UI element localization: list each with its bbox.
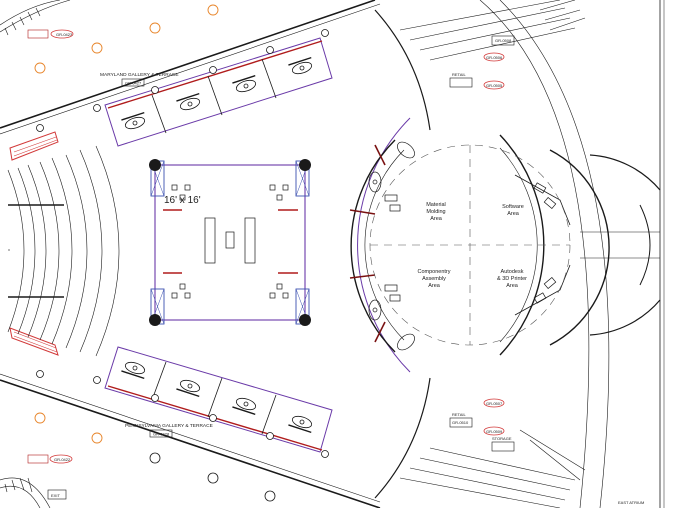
svg-text:Software: Software bbox=[502, 204, 524, 210]
east-atrium-label: EAST ATRIUM bbox=[618, 500, 644, 505]
maryland-code-box bbox=[121, 78, 145, 87]
area-componentry-assembly: Componentry Assembly Area bbox=[417, 269, 450, 289]
orange-fixture-6 bbox=[91, 432, 103, 444]
room-tag-top-left: GR-0423 bbox=[56, 32, 73, 37]
svg-text:Area: Area bbox=[507, 211, 520, 217]
svg-text:Assembly: Assembly bbox=[422, 276, 446, 282]
rotunda-arcs bbox=[479, 0, 661, 508]
bottom-left-stair bbox=[0, 477, 51, 508]
svg-text:Area: Area bbox=[506, 283, 519, 289]
maryland-gallery-zone bbox=[104, 37, 333, 147]
central-stage bbox=[149, 159, 311, 326]
pennsylvania-gallery-label: PENNSYLVANIA GALLERY & TERRACE bbox=[125, 423, 213, 429]
svg-text:& 3D Printer: & 3D Printer bbox=[497, 276, 527, 282]
svg-text:Molding: Molding bbox=[426, 209, 445, 215]
room-tag-bottom-right-2: GR-0510 bbox=[452, 420, 469, 425]
corner-post-tr bbox=[299, 159, 311, 171]
orange-fixture-1 bbox=[34, 62, 46, 74]
left-escalator-bottom bbox=[9, 327, 59, 356]
orange-fixture-3 bbox=[149, 22, 161, 34]
room-tag-retail-bottom: RETAIL bbox=[452, 412, 466, 417]
room-tag-top-right-1: GR-0508 bbox=[495, 38, 512, 43]
pennsylvania-gallery-zone bbox=[104, 346, 333, 453]
orange-fixture-4 bbox=[207, 4, 219, 16]
top-left-stair bbox=[0, 0, 71, 36]
room-tag-storage: STORAGE bbox=[492, 436, 512, 441]
orange-fixtures bbox=[34, 4, 219, 444]
lower-left-wall bbox=[0, 373, 381, 508]
orange-fixture-5 bbox=[34, 412, 46, 424]
corner-post-br bbox=[299, 314, 311, 326]
pennsylvania-code-label: GR-0428 bbox=[153, 432, 170, 437]
corner-post-bl bbox=[149, 314, 161, 326]
maryland-displays bbox=[121, 56, 313, 130]
exit-label: EXIT bbox=[51, 493, 60, 498]
left-seating-tiers bbox=[7, 145, 120, 357]
left-escalator-top bbox=[9, 131, 59, 161]
area-autodesk-3d-printer: Autodesk & 3D Printer Area bbox=[497, 269, 527, 289]
room-tag-top-right-2: GR-0506 bbox=[486, 55, 503, 60]
upper-left-wall bbox=[0, 0, 381, 135]
area-software: Software Area bbox=[502, 204, 524, 217]
svg-text:Area: Area bbox=[428, 283, 441, 289]
orange-fixture-2 bbox=[91, 42, 103, 54]
corner-post-tl bbox=[149, 159, 161, 171]
quadrant-circle bbox=[369, 144, 571, 346]
pennsylvania-displays bbox=[121, 361, 313, 434]
right-side-room-tags-outline bbox=[27, 29, 515, 464]
left-arc-exhibit bbox=[349, 117, 415, 373]
area-material-molding: Material Molding Area bbox=[426, 202, 446, 222]
bottom-right-stair bbox=[374, 377, 586, 508]
stage-size-label: 16' x 16' bbox=[164, 195, 201, 206]
maryland-gallery-label: MARYLAND GALLERY & TERRACE bbox=[100, 72, 179, 78]
svg-text:Componentry: Componentry bbox=[417, 269, 450, 275]
pennsylvania-code-box bbox=[149, 429, 173, 438]
svg-text:Area: Area bbox=[430, 216, 443, 222]
room-tag-bottom-right-1: GR-0507 bbox=[486, 401, 503, 406]
column-markers bbox=[36, 29, 329, 458]
room-tag-top-right-3: GR-0505 bbox=[486, 83, 503, 88]
tag-highlight-ovals bbox=[49, 29, 505, 464]
exit-box bbox=[47, 489, 67, 500]
room-tag-bottom-left: GR-0422 bbox=[54, 457, 71, 462]
svg-text:Material: Material bbox=[426, 202, 446, 208]
black-fixtures bbox=[149, 452, 276, 502]
room-tag-retail-top: RETAIL bbox=[452, 72, 466, 77]
room-tag-bottom-right-3: GR-0509 bbox=[486, 429, 503, 434]
maryland-code-label: GR-0427 bbox=[125, 81, 142, 86]
top-right-stair bbox=[374, 0, 586, 131]
svg-text:Autodesk: Autodesk bbox=[501, 269, 524, 275]
